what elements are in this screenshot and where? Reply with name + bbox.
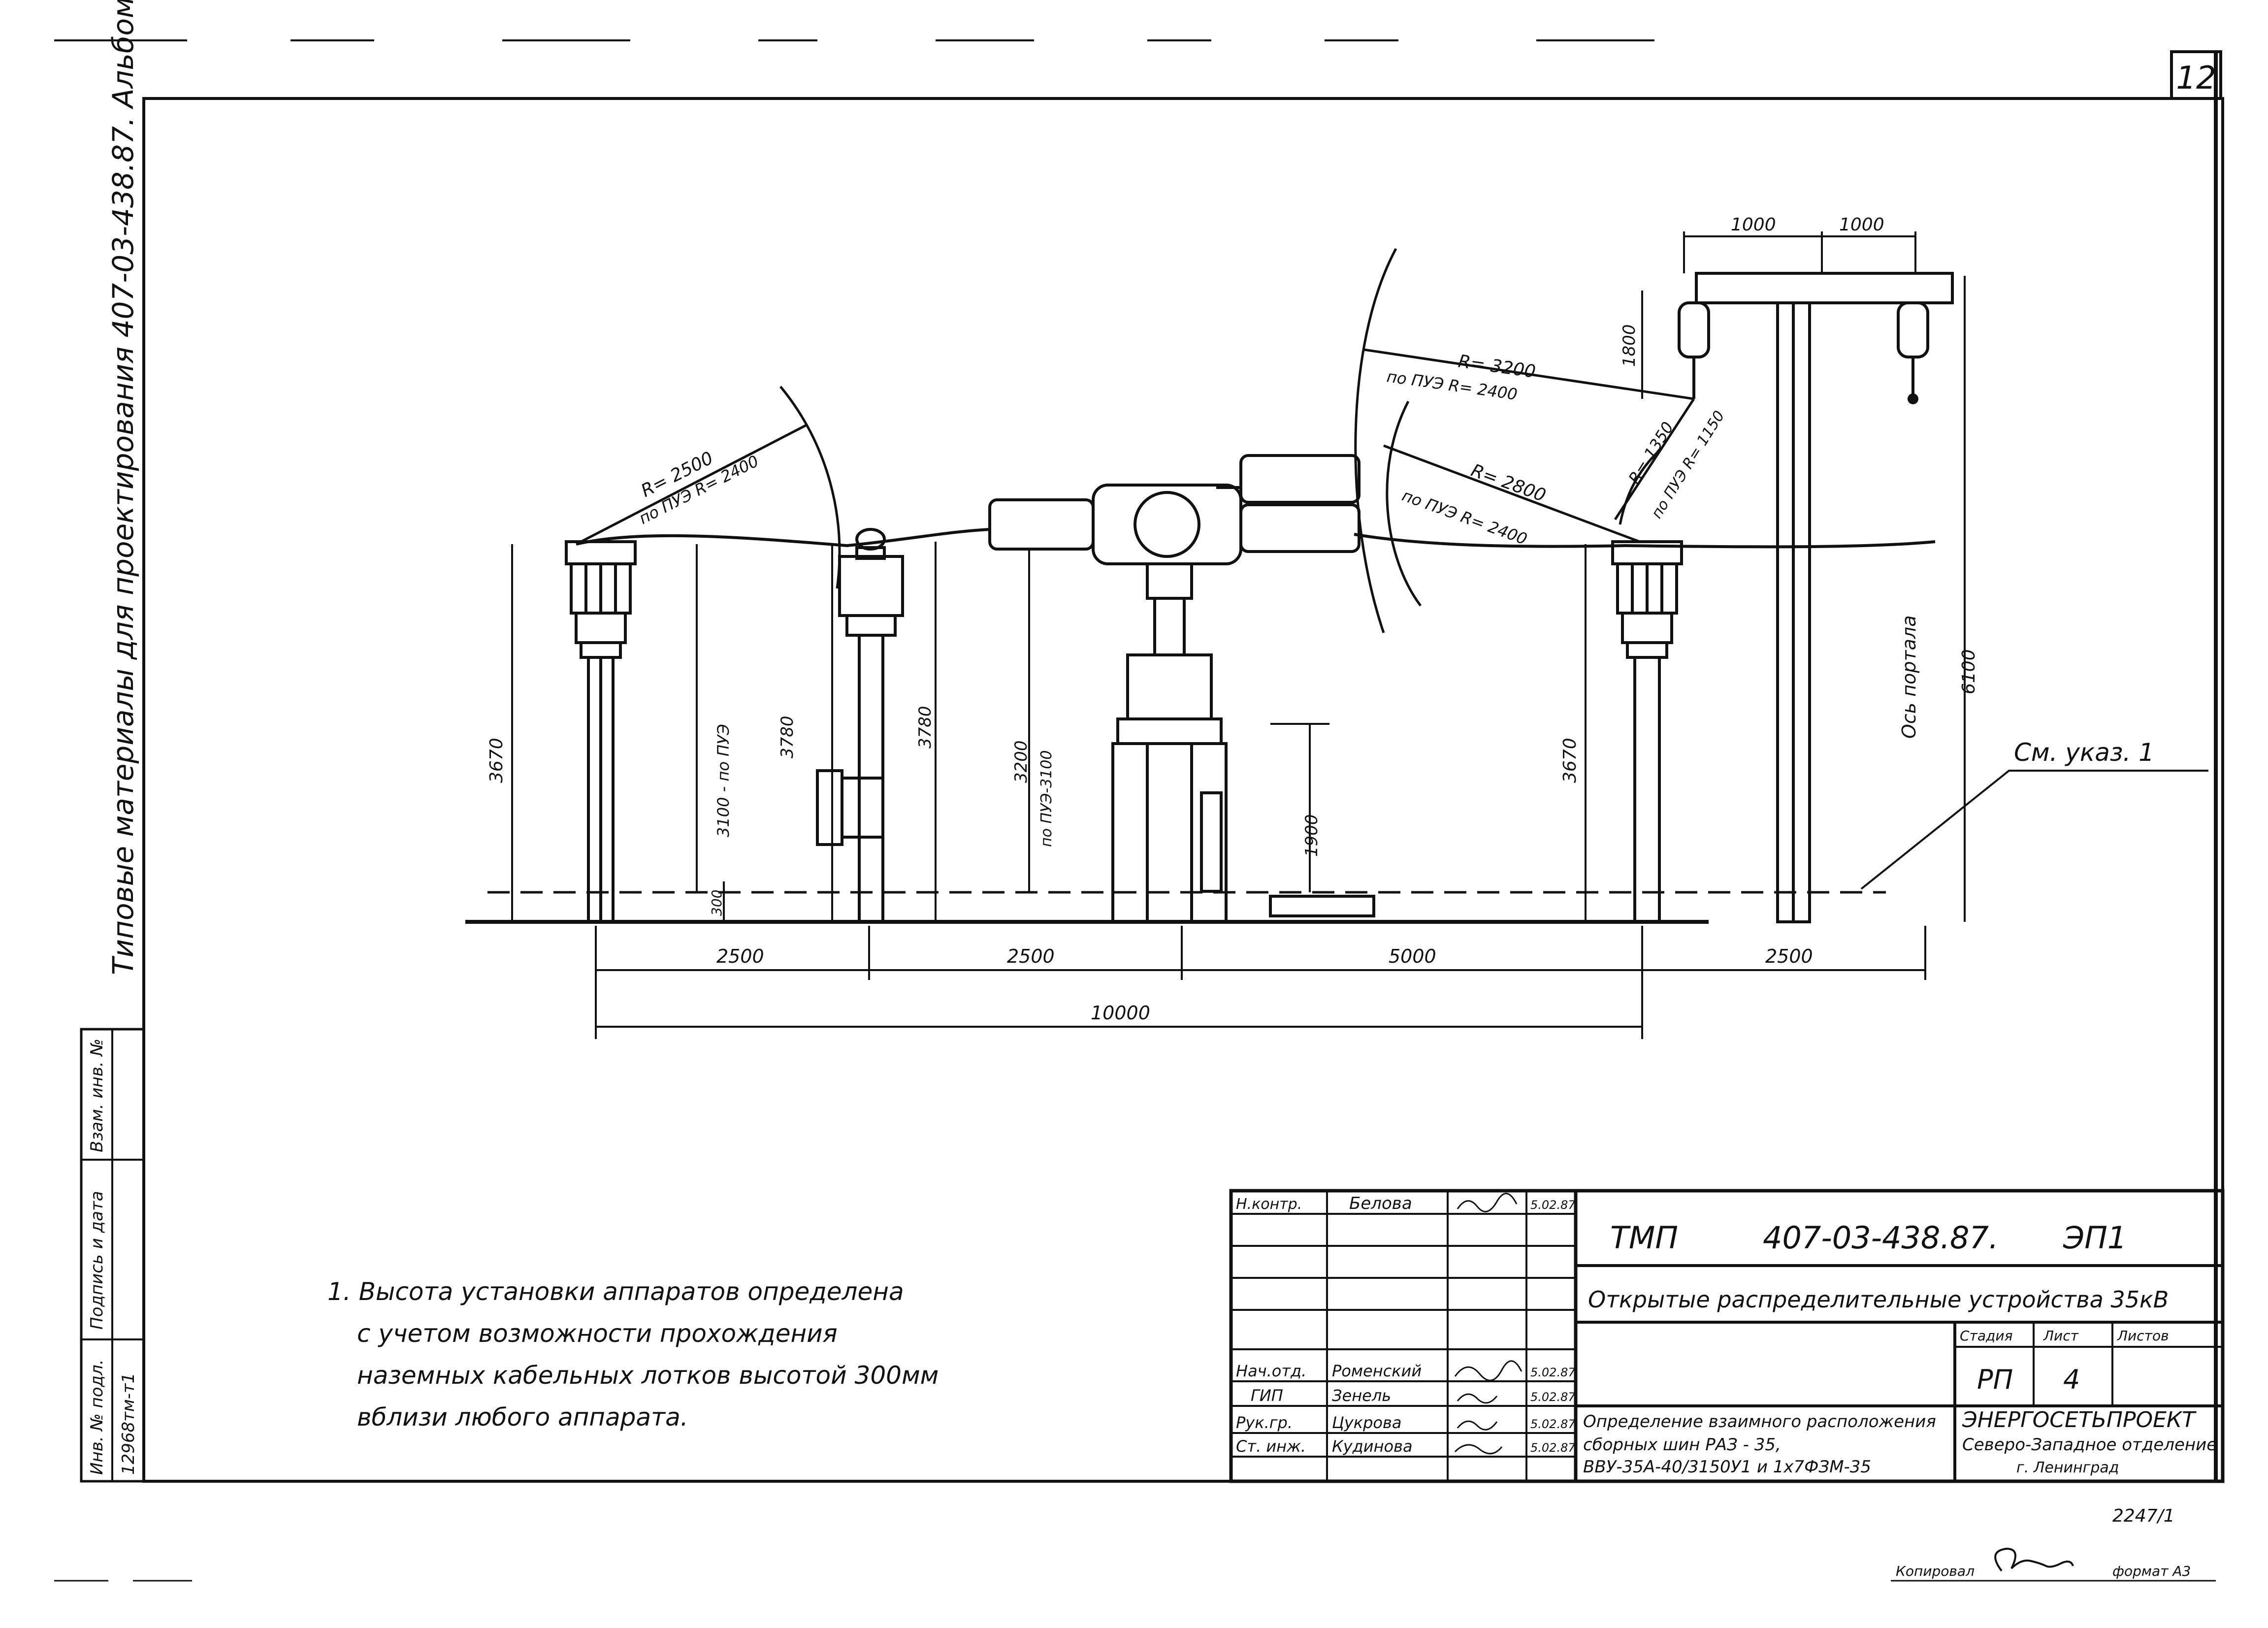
tb-date-7: 5.02.87	[1530, 1417, 1576, 1431]
dim-3780a: 3780	[778, 716, 797, 758]
dim-10000: 10000	[1091, 1002, 1150, 1024]
voltage-transformer	[816, 528, 904, 923]
sheet-number-box: 12	[2170, 50, 2222, 100]
format-label: формат А3	[2112, 1563, 2191, 1579]
stadia-value: РП	[1977, 1364, 2013, 1395]
see-note-label: См. указ. 1	[2014, 738, 2154, 767]
radius-lines	[580, 348, 1695, 543]
dim-300: 300	[709, 890, 725, 916]
dim-r2800-pue: по ПУЭ R= 2400	[1399, 486, 1529, 549]
dim-3780b: 3780	[915, 706, 935, 749]
tb-date-0: 5.02.87	[1530, 1198, 1576, 1212]
stamp-vzam-inv: Взам. инв. №	[87, 1039, 107, 1152]
note-line-3: наземных кабельных лотков высотой 300мм	[357, 1361, 939, 1390]
tb-role-8: Ст. инж.	[1236, 1437, 1306, 1456]
stadia-label: Стадия	[1960, 1328, 2012, 1344]
dim-3100: 3100 - по ПУЭ	[714, 724, 733, 837]
dim-2500b: 2500	[1007, 945, 1055, 967]
clearance-arcs	[779, 248, 1663, 633]
stamp-inv-podl-label: Инв. № подл.	[87, 1359, 107, 1475]
portal-structure	[1678, 272, 1954, 923]
os-portala-label: Ось портала	[1898, 616, 1920, 739]
dim-1900: 1900	[1302, 814, 1322, 857]
title-block: Н.контр. Белова 5.02.87 Нач.отд. Роменск…	[1229, 1189, 2225, 1483]
note-line-1: 1. Высота установки аппаратов определена	[327, 1277, 904, 1306]
tb-date-6: 5.02.87	[1530, 1390, 1576, 1404]
note-block: 1. Высота установки аппаратов определена…	[327, 1277, 939, 1432]
tb-name-5: Роменский	[1332, 1362, 1422, 1380]
sheet-number: 12	[2176, 60, 2216, 97]
tb-role-6: ГИП	[1251, 1386, 1283, 1405]
note-line-4: вблизи любого аппарата.	[357, 1403, 688, 1432]
circuit-breaker	[988, 454, 1375, 923]
dim-3200-pue: по ПУЭ-3100	[1038, 750, 1055, 847]
tb-role-7: Рук.гр.	[1236, 1413, 1293, 1432]
dim-3200: 3200	[1011, 740, 1031, 783]
dim-r1350: R= 1350	[1625, 419, 1678, 487]
listov-label: Листов	[2117, 1328, 2169, 1344]
dim-1000a: 1000	[1731, 215, 1776, 235]
dim-r2800: R= 2800	[1468, 460, 1549, 506]
archive-number: 2247/1	[2112, 1506, 2175, 1526]
main-frame	[142, 97, 2224, 1483]
dim-2500a: 2500	[716, 945, 764, 967]
dim-5000: 5000	[1389, 945, 1436, 967]
stamp-inv-podl-value: 12968тм-т1	[119, 1373, 138, 1475]
doc-code-prefix: ТМП	[1610, 1220, 1678, 1256]
busbar-conductor	[576, 528, 1936, 549]
dimension-lines	[511, 231, 2208, 1039]
doc-code-suffix: ЭП1	[2063, 1220, 2127, 1256]
dim-1000b: 1000	[1839, 215, 1884, 235]
copied-by-signature	[1994, 1547, 2074, 1572]
busbar-support-left	[565, 540, 637, 923]
stamp-podpis-data: Подпись и дата	[87, 1191, 107, 1330]
object-title: Открытые распределительные устройства 35…	[1588, 1286, 2169, 1313]
dim-3670b: 3670	[1560, 738, 1580, 783]
org-name: ЭНЕРГОСЕТЬПРОЕКТ	[1962, 1407, 2197, 1433]
list-label: Лист	[2043, 1328, 2079, 1344]
dim-2500c: 2500	[1765, 945, 1813, 967]
drawing-desc-2: сборных шин РАЗ - 35,	[1583, 1435, 1781, 1455]
doc-code: 407-03-438.87.	[1763, 1220, 1999, 1256]
tb-date-5: 5.02.87	[1530, 1366, 1576, 1379]
tb-date-8: 5.02.87	[1530, 1441, 1576, 1455]
list-value: 4	[2063, 1364, 2080, 1395]
dim-6100: 6100	[1959, 649, 1979, 694]
tb-role-0: Н.контр.	[1236, 1196, 1302, 1213]
drawing-desc-1: Определение взаимного расположения	[1583, 1412, 1936, 1432]
busbar-support-right	[1611, 540, 1683, 923]
tb-name-7: Цукрова	[1332, 1413, 1401, 1432]
left-stamp: Взам. инв. № Подпись и дата Инв. № подл.…	[80, 1028, 145, 1483]
note-line-2: с учетом возможности прохождения	[357, 1319, 838, 1348]
org-branch: Северо-Западное отделение	[1962, 1435, 2217, 1455]
dimension-labels: R= 2500 по ПУЭ R= 2400 R= 3200 по ПУЭ R=…	[486, 215, 2154, 1024]
org-city: г. Ленинград	[2016, 1459, 2119, 1476]
dim-3670a: 3670	[486, 738, 507, 783]
copied-by-label: Копировал	[1896, 1563, 1975, 1579]
drawing-desc-3: ВВУ-35А-40/3150У1 и 1х7ФЗМ-35	[1583, 1457, 1871, 1477]
tb-name-0: Белова	[1349, 1194, 1412, 1213]
tb-role-5: Нач.отд.	[1236, 1362, 1306, 1380]
tb-name-6: Зенель	[1332, 1386, 1391, 1405]
dim-1800: 1800	[1620, 324, 1639, 367]
tb-name-8: Кудинова	[1332, 1437, 1413, 1456]
dim-r3200: R= 3200	[1457, 351, 1537, 382]
side-title: Типовые материалы для проектирования 407…	[106, 0, 140, 975]
